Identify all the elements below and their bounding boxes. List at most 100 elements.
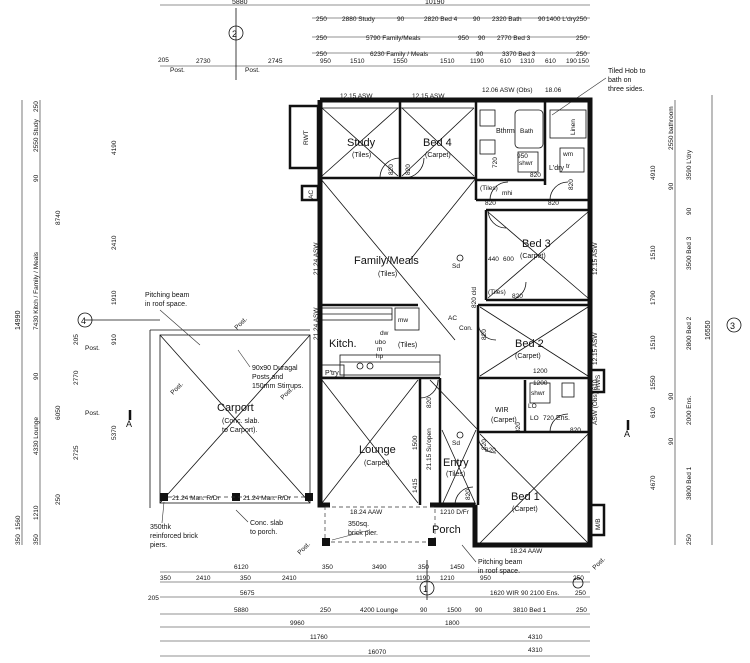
dim-top-r4-12: 150 bbox=[578, 58, 589, 65]
room-bed4: Bed 4 bbox=[423, 137, 452, 149]
dim-bot-r2-1: 2410 bbox=[196, 575, 211, 582]
dim-bot-r3-3: 90 bbox=[521, 590, 529, 597]
dim-right-0: 4910 bbox=[650, 165, 657, 180]
dim-bot-r2-6: 950 bbox=[480, 575, 491, 582]
fixture-labels: dw ubo m hp AC Con. Sd Sd 820 cld 440 60… bbox=[375, 157, 548, 447]
dim-bot-r3-0: 205 bbox=[148, 595, 159, 602]
dim-right-1: 2550 bathroom bbox=[668, 106, 675, 150]
door-width-11: 820 bbox=[568, 179, 575, 190]
dim-bot-r7-0: 16070 bbox=[368, 649, 386, 656]
dim-top-r1-4: 90 bbox=[473, 16, 481, 23]
dim-bot-r3-4: 2100 Ens. bbox=[530, 590, 559, 597]
dim-top-r2-4: 2770 Bed 3 bbox=[497, 35, 531, 42]
window-family-left: 21.24 ASW bbox=[313, 242, 320, 275]
dim-bot-r2-4: 1190 bbox=[416, 575, 430, 582]
dim-top-r4-10: 610 bbox=[545, 58, 556, 65]
rwt-label: RWT bbox=[303, 130, 310, 145]
dim-right-12: 610 bbox=[650, 407, 657, 418]
door-swings bbox=[379, 157, 569, 506]
window-bed2-right: 12.15 ASW bbox=[592, 332, 599, 365]
dim-bot-r1-3: 350 bbox=[418, 564, 429, 571]
note-tiled-hob-1: Tiled Hob to bbox=[608, 68, 646, 75]
note-pitching-b-1: Pitching beam bbox=[478, 559, 523, 566]
dim-left-2: 90 bbox=[33, 174, 40, 182]
dim-left-10: 90 bbox=[33, 372, 40, 380]
note-tiled-hob-3: three sides. bbox=[608, 86, 644, 93]
dim-right-7: 1790 bbox=[650, 290, 657, 305]
dim-top-r1-5: 2320 Bath bbox=[492, 16, 522, 23]
note-pitching-1: Pitching beam bbox=[145, 292, 190, 299]
room-bed1: Bed 1 bbox=[511, 491, 540, 503]
note-pier-sq-1: 350sq. bbox=[348, 521, 369, 528]
dim-right-3: 3590 L'dry bbox=[686, 149, 693, 180]
dim-entry-1415: 1415 bbox=[412, 478, 419, 493]
room-bed3: Bed 3 bbox=[522, 238, 551, 250]
shower-label: shwr bbox=[519, 160, 534, 167]
door-entry-bottom: 1210 D/Fr bbox=[440, 509, 470, 516]
door-width-4: 820 bbox=[548, 200, 559, 207]
dim-left-7: 7430 Kitch / Family / Meals bbox=[33, 251, 40, 330]
dim-left-11: 2770 bbox=[73, 370, 80, 385]
room-family-meals: Family/Meals bbox=[354, 255, 419, 267]
door-width-14: 820 bbox=[570, 427, 581, 434]
top-dimensions: 5880 10190 250 2880 Study 90 2820 Bed 4 … bbox=[158, 0, 590, 80]
room-pantry: P'try bbox=[325, 370, 339, 377]
door-width-7: 820 bbox=[481, 439, 488, 450]
dim-top-r1-6: 90 bbox=[538, 16, 546, 23]
dim-left-17: 1210 bbox=[33, 505, 40, 520]
door-width-1: 820 bbox=[388, 164, 395, 175]
dim-bot-r1-4: 1450 bbox=[450, 564, 465, 571]
room-kitchen: Kitch. bbox=[329, 338, 357, 350]
room-kitchen-finish: (Tiles) bbox=[398, 342, 417, 349]
dim-bot-r2-5: 1210 bbox=[440, 575, 455, 582]
ens-1200-label: 1200 bbox=[533, 380, 548, 387]
dim-top-r4-6: 1510 bbox=[440, 58, 455, 65]
room-labels: Study (Tiles) Bed 4 (Carpet) Bthrm L'dry… bbox=[325, 128, 570, 536]
room-study: Study bbox=[347, 137, 376, 149]
bath-label: Bath bbox=[520, 128, 534, 135]
tiled-hob-note: Tiled Hob to bath on three sides. bbox=[551, 68, 646, 116]
dim-bot-r4-4: 1500 bbox=[447, 607, 462, 614]
axis-2-top: 2 bbox=[232, 29, 237, 39]
oven-label: ubo bbox=[375, 339, 386, 346]
room-lounge: Lounge bbox=[359, 444, 396, 456]
dim-top-r3-3: 3370 Bed 3 bbox=[502, 51, 536, 58]
room-ensuite: Ens. bbox=[556, 415, 570, 422]
dim-lounge-1500: 1500 bbox=[412, 435, 419, 450]
dim-top-r2-2: 950 bbox=[458, 35, 469, 42]
dim-top-r2-3: 90 bbox=[478, 35, 486, 42]
note-pier-sq-2: brick pier. bbox=[348, 530, 378, 537]
post-label-porch-1: Post. bbox=[296, 541, 312, 557]
note-tiled-hob-2: bath on bbox=[608, 77, 631, 84]
dim-left-12: 6050 bbox=[55, 405, 62, 420]
room-laundry: L'dry bbox=[549, 165, 564, 172]
dim-left-15: 5370 bbox=[111, 425, 118, 440]
axis-1-bottom: 1 bbox=[423, 584, 428, 594]
top-windows: 12.15 ASW 12.15 ASW 12.06 ASW (Obs) 18.0… bbox=[340, 87, 562, 100]
window-top-3: 12.06 ASW (Obs) bbox=[482, 87, 533, 94]
dim-bot-r6-1: 4310 bbox=[528, 647, 543, 654]
dim-bot-r2-0: 350 bbox=[160, 575, 171, 582]
dim-top-r4-11: 190 bbox=[566, 58, 577, 65]
dim-top-r4-0: 205 bbox=[158, 57, 169, 64]
carport-door-1: 21.24 Man. R/Dr bbox=[172, 495, 221, 502]
dishwasher-label: dw bbox=[380, 330, 389, 337]
axis-3-right: 3 bbox=[730, 321, 735, 331]
dim-top-5880: 5880 bbox=[232, 0, 248, 6]
post-label-top-right: Post. bbox=[245, 67, 260, 74]
post-label-left-2: Post. bbox=[85, 410, 100, 417]
dim-left-9: 910 bbox=[111, 334, 118, 345]
dim-top-r3-1: 6230 Family / Meals bbox=[370, 51, 429, 58]
dim-top-r1-2: 90 bbox=[397, 16, 405, 23]
dim-right-8: 1510 bbox=[650, 335, 657, 350]
room-bed3-finish: (Carpet) bbox=[520, 253, 546, 260]
dim-bot-r5-1: 1800 bbox=[445, 620, 460, 627]
dim-right-5: 1510 bbox=[650, 245, 657, 260]
dim-right-14: 90 bbox=[668, 437, 675, 445]
dim-left-0: 250 bbox=[33, 101, 40, 112]
dim-bot-r6-0: 11760 bbox=[310, 634, 328, 641]
tiles-bath-label: (Tiles) bbox=[480, 185, 498, 192]
window-kitchen-left: 21.24 ASW bbox=[313, 307, 320, 340]
window-bed3-right: 12.15 ASW bbox=[592, 242, 599, 275]
